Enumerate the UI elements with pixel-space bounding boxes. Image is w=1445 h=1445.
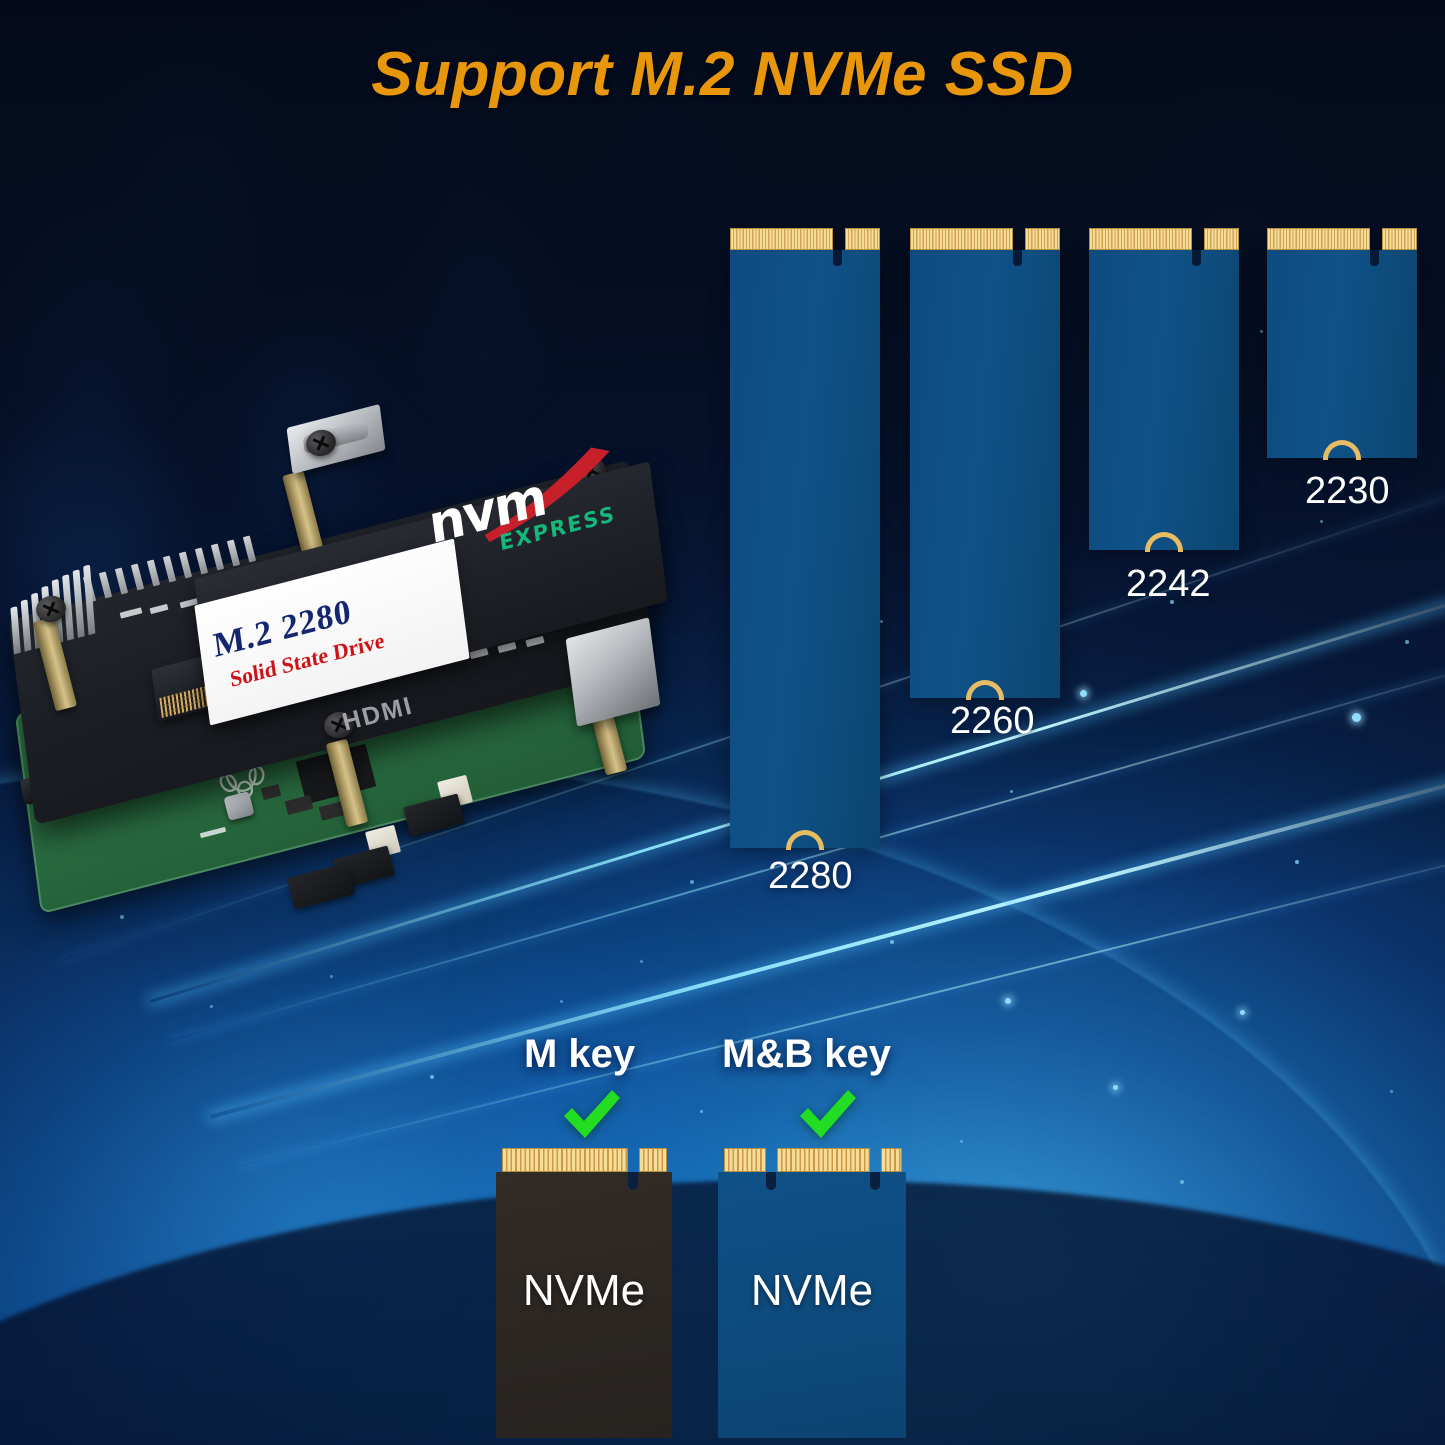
m-key-notch: [628, 1172, 638, 1190]
page-title: Support M.2 NVMe SSD: [371, 40, 1074, 109]
pi-usb-c-port: [286, 862, 356, 910]
mb-key-m-notch: [870, 1172, 880, 1190]
ssd-gold-pins-long: [1267, 228, 1370, 250]
ssd-size-label-2280: 2280: [768, 855, 853, 897]
check-icon: [796, 1088, 858, 1144]
particle: [1180, 1180, 1184, 1184]
ssd-gold-pins-long: [910, 228, 1013, 250]
ssd-board: [1089, 250, 1239, 550]
check-icon: [560, 1088, 622, 1144]
ssd-size-label-2260: 2260: [950, 700, 1035, 742]
m-key-board: [496, 1172, 672, 1438]
particle: [1260, 330, 1263, 333]
brass-standoff: [282, 470, 324, 556]
hat-usb-c-port: [286, 404, 386, 474]
particle: [700, 1110, 703, 1113]
particle: [1240, 1010, 1245, 1015]
ssd-gold-pins-long: [1089, 228, 1192, 250]
ssd-size-label-2230: 2230: [1305, 470, 1390, 512]
particle: [1080, 690, 1087, 697]
particle: [1170, 600, 1174, 604]
ssd-gold-pins-short: [1382, 228, 1417, 250]
gpio-pin: [162, 555, 177, 583]
m-key-card-label: NVMe: [522, 1266, 646, 1315]
ssd-board: [910, 250, 1060, 698]
heatsink-fin: [72, 569, 85, 638]
raspberry-pi-nvme-hat-assembly: nvm EXPRESS M.2 2280 Solid State Drive H…: [0, 400, 720, 940]
ssd-m-key-notch: [833, 250, 842, 266]
mb-key-pins-m-group: [881, 1148, 902, 1172]
particle: [1010, 790, 1013, 793]
ssd-card-2242: [1089, 228, 1239, 552]
screw-notch-icon: [1323, 440, 1361, 460]
ssd-board: [730, 250, 880, 848]
ssd-card-2260: [910, 228, 1060, 700]
mb-key-pins-center: [777, 1148, 870, 1172]
heatsink-fin: [20, 599, 32, 652]
m-key-card: NVMe: [496, 1148, 672, 1438]
particle: [890, 940, 894, 944]
m-key-pins-short: [639, 1148, 667, 1172]
particle: [1390, 1090, 1393, 1093]
particle: [1113, 1085, 1118, 1090]
particle: [210, 1005, 213, 1008]
ssd-gold-pins-short: [1204, 228, 1239, 250]
particle: [430, 1075, 434, 1079]
nvme-swoosh-icon: [484, 447, 610, 542]
m-key-title: M key: [524, 1032, 636, 1076]
mb-key-title: M&B key: [722, 1032, 891, 1076]
mb-key-board: [718, 1172, 906, 1438]
mb-key-pins-b-group: [724, 1148, 766, 1172]
gpio-pin: [146, 559, 161, 587]
nvme-express-logo: nvm EXPRESS: [414, 435, 622, 595]
gpio-pin: [130, 563, 145, 591]
ssd-gold-pins-short: [845, 228, 880, 250]
ssd-board: [1267, 250, 1417, 458]
particle: [330, 975, 333, 978]
mb-key-card-label: NVMe: [750, 1266, 874, 1315]
ssd-gold-pins-short: [1025, 228, 1060, 250]
particle: [880, 620, 883, 623]
gpio-pin: [178, 551, 193, 579]
particle: [1005, 998, 1011, 1004]
particle: [1295, 860, 1299, 864]
particle: [690, 880, 694, 884]
particle: [1320, 520, 1323, 523]
screw-notch-icon: [966, 680, 1004, 700]
particle: [120, 915, 124, 919]
particle: [1405, 640, 1409, 644]
ssd-m-key-notch: [1370, 250, 1379, 266]
ssd-gold-pins-long: [730, 228, 833, 250]
ssd-m-key-notch: [1013, 250, 1022, 266]
gpio-pin: [114, 567, 129, 595]
ssd-card-2230: [1267, 228, 1417, 460]
particle: [960, 1140, 963, 1143]
particle: [560, 1000, 563, 1003]
heatsink-fin: [83, 564, 96, 636]
screw-notch-icon: [1145, 532, 1183, 552]
ssd-m-key-notch: [1192, 250, 1201, 266]
screw-notch-icon: [786, 830, 824, 850]
m-key-pins-long: [502, 1148, 628, 1172]
mb-key-card: NVMe: [718, 1148, 906, 1438]
particle: [640, 960, 643, 963]
particle: [1352, 713, 1361, 722]
ssd-size-label-2242: 2242: [1126, 563, 1211, 605]
ssd-card-2280: [730, 228, 880, 850]
mb-key-b-notch: [766, 1172, 776, 1190]
